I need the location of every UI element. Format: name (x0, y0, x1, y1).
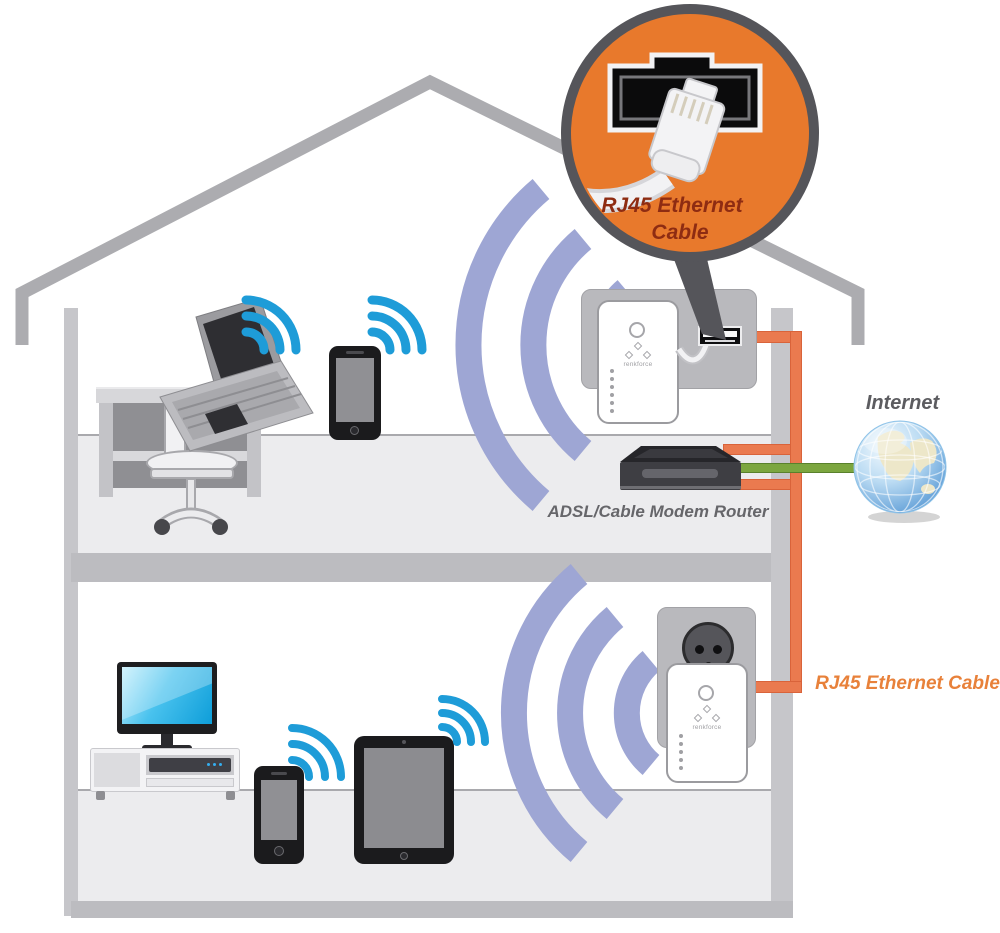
house-right-wall (771, 308, 793, 916)
adapter-lower-brand: renkforce (692, 724, 722, 731)
modem-router-label: ADSL/Cable Modem Router (547, 502, 769, 521)
smartphone-lower-speaker (271, 772, 287, 775)
tablet-home-button (400, 852, 408, 860)
tv-screen (122, 667, 212, 724)
callout-label-line2: Cable (651, 221, 709, 244)
set-top-box (149, 758, 231, 772)
internet-label: Internet (865, 392, 940, 414)
tv-stand-foot-right (226, 791, 235, 800)
lower-floor-slab (71, 901, 793, 918)
smartphone-lower-home-button (274, 846, 284, 856)
smartphone-upper-screen (336, 358, 374, 422)
tv-stand-drawer (146, 778, 234, 787)
adapter-upper-button (629, 322, 645, 338)
tablet-screen (364, 748, 444, 848)
adapter-upper-brand: renkforce (623, 361, 653, 368)
rj45-plug (648, 77, 726, 183)
smartphone-upper-speaker (346, 351, 364, 354)
house-left-wall (64, 308, 78, 916)
tv-stand-door (94, 753, 140, 787)
smartphone-lower-screen (261, 780, 297, 840)
adapter-lower-leds (679, 734, 683, 774)
adapter-upper-leds (610, 369, 614, 417)
tablet-camera (402, 740, 406, 744)
callout-label-line1: RJ45 Ethernet (601, 194, 743, 217)
smartphone-upper-home-button (350, 426, 359, 435)
powerline-adapter-lower (666, 663, 748, 783)
callout-circle (561, 4, 819, 262)
tv-neck (161, 734, 173, 747)
internet-globe-icon (853, 420, 947, 523)
ethernet-cable-router-top (723, 444, 791, 455)
tv-stand-foot-left (96, 791, 105, 800)
desk-left-leg (99, 403, 113, 497)
adapter-lower-button (698, 685, 714, 701)
ethernet-cable-label: RJ45 Ethernet Cable (815, 673, 1000, 694)
upper-floor-slab (71, 553, 771, 582)
